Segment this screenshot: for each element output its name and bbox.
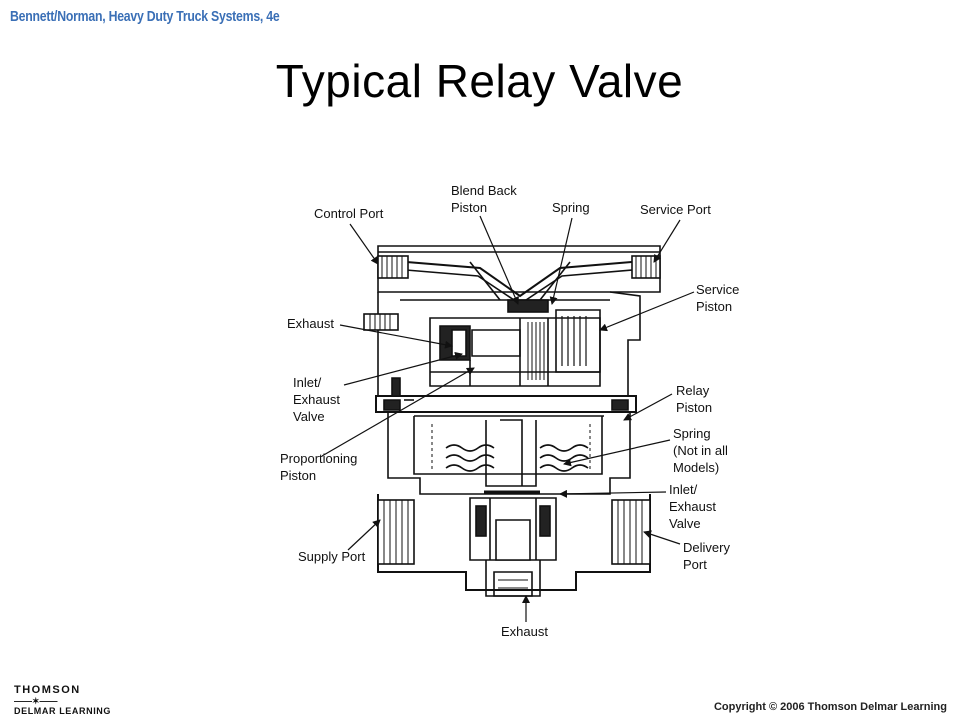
logo-line1: THOMSON [14, 684, 81, 696]
label-service-piston-line2: Piston [696, 299, 732, 314]
valve-body [363, 245, 661, 597]
slide-title: Typical Relay Valve [275, 55, 684, 107]
leader-service-port [653, 219, 681, 263]
diagram-labels: Control Port Blend Back Piston Spring Se… [280, 183, 739, 639]
book-title: Bennett/Norman, Heavy Duty Truck Systems… [10, 8, 280, 25]
leader-relay-piston [623, 393, 673, 421]
label-spring-right-line3: Models) [673, 460, 719, 475]
leader-blend-back-piston [479, 215, 519, 305]
label-inlet-exhaust-right-line1: Inlet/ [669, 482, 698, 497]
label-proportioning-piston-line2: Piston [280, 468, 316, 483]
label-delivery-port-line1: Delivery [683, 540, 730, 555]
label-service-port: Service Port [640, 202, 711, 217]
leader-control-port [349, 223, 379, 265]
label-inlet-exhaust-left-line2: Exhaust [293, 392, 340, 407]
leader-supply-port [347, 519, 381, 551]
label-supply-port: Supply Port [298, 549, 366, 564]
leader-proportioning-piston [321, 367, 475, 457]
label-spring-top: Spring [552, 200, 590, 215]
label-relay-piston-line2: Piston [676, 400, 712, 415]
label-inlet-exhaust-left-line1: Inlet/ [293, 375, 322, 390]
label-control-port: Control Port [314, 206, 384, 221]
label-inlet-exhaust-right-line3: Valve [669, 516, 701, 531]
label-blend-back-piston-line1: Blend Back [451, 183, 517, 198]
label-inlet-exhaust-left-line3: Valve [293, 409, 325, 424]
label-spring-right-line1: Spring [673, 426, 711, 441]
label-spring-right-line2: (Not in all [673, 443, 728, 458]
leader-spring-top [549, 217, 573, 305]
label-delivery-port-line2: Port [683, 557, 707, 572]
leader-inlet-exhaust-right [559, 489, 667, 498]
label-service-piston-line1: Service [696, 282, 739, 297]
label-blend-back-piston-line2: Piston [451, 200, 487, 215]
label-proportioning-piston-line1: Proportioning [280, 451, 357, 466]
label-exhaust-left: Exhaust [287, 316, 334, 331]
leader-spring-right [563, 439, 671, 467]
leader-inlet-exhaust-left [343, 351, 463, 386]
leader-delivery-port [643, 530, 681, 545]
label-exhaust-bottom: Exhaust [501, 624, 548, 639]
label-inlet-exhaust-right-line2: Exhaust [669, 499, 716, 514]
leader-exhaust-left [339, 324, 453, 349]
label-relay-piston-line1: Relay [676, 383, 710, 398]
logo-line2: DELMAR LEARNING [14, 706, 111, 716]
leader-lines [321, 215, 695, 622]
copyright-notice: Copyright © 2006 Thomson Delmar Learning [713, 701, 947, 713]
logo-star-icon: ——✶—— [14, 696, 58, 706]
leader-service-piston [599, 291, 695, 332]
publisher-logo: THOMSON ——✶—— DELMAR LEARNING [14, 684, 111, 716]
